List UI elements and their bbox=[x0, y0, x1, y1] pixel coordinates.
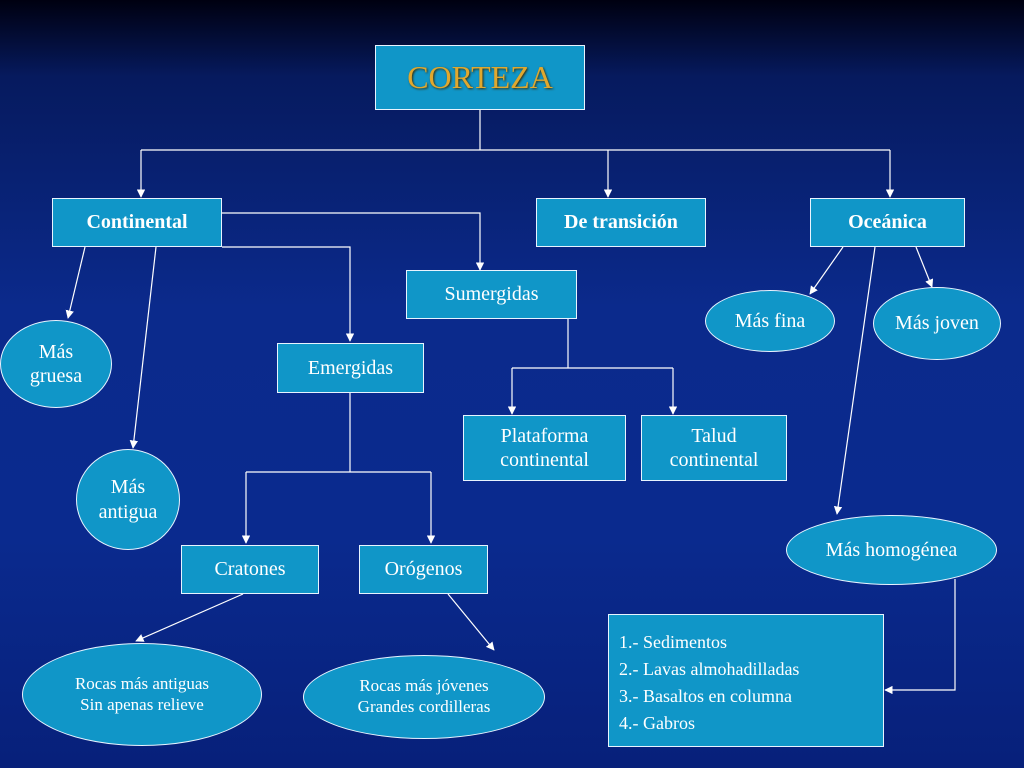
node-mas-fina: Más fina bbox=[705, 290, 835, 352]
node-plataforma: Plataforma continental bbox=[463, 415, 626, 481]
node-rocas-antiguas-line2: Sin apenas relieve bbox=[80, 694, 204, 714]
node-rocas-jovenes-line2: Grandes cordilleras bbox=[357, 697, 491, 716]
node-mas-gruesa-line1: Más bbox=[38, 340, 74, 363]
list-item: 1.- Sedimentos bbox=[619, 632, 727, 652]
node-talud: Talud continental bbox=[641, 415, 787, 481]
node-rocas-jovenes-line1: Rocas más jóvenes bbox=[359, 676, 489, 696]
node-orogenos-label: Orógenos bbox=[384, 558, 463, 581]
node-mas-antigua-line2: antigua bbox=[98, 500, 158, 523]
arrow-to-rocas-jovenes bbox=[447, 593, 495, 651]
node-talud-line2: continental bbox=[669, 449, 759, 471]
node-mas-fina-label: Más fina bbox=[734, 309, 806, 332]
arrow-to-mas-homogenea bbox=[833, 246, 876, 515]
arrow-to-mas-fina bbox=[809, 246, 844, 295]
node-corteza: CORTEZA bbox=[375, 45, 585, 110]
node-talud-line1: Talud bbox=[691, 424, 737, 447]
node-ocean-layers-list: 1.- Sedimentos 2.- Lavas almohadilladas … bbox=[608, 614, 884, 747]
list-item: 2.- Lavas almohadilladas bbox=[619, 659, 800, 679]
node-orogenos: Orógenos bbox=[359, 545, 488, 594]
node-rocas-antiguas-line1: Rocas más antiguas bbox=[74, 673, 210, 693]
node-sumergidas-label: Sumergidas bbox=[444, 283, 539, 306]
node-rocas-jovenes: Rocas más jóvenes Grandes cordilleras bbox=[303, 655, 545, 739]
arrow-to-sumergidas bbox=[222, 212, 485, 271]
node-mas-homogenea: Más homogénea bbox=[786, 515, 997, 585]
node-rocas-antiguas: Rocas más antiguas Sin apenas relieve bbox=[22, 643, 262, 746]
node-cratones: Cratones bbox=[181, 545, 319, 594]
arrow-to-rocas-antiguas bbox=[135, 593, 244, 642]
node-continental: Continental bbox=[52, 198, 222, 247]
arrow-to-mas-antigua bbox=[129, 246, 157, 449]
arrow-to-emergidas bbox=[222, 246, 355, 342]
node-mas-antigua-line1: Más bbox=[110, 476, 146, 499]
node-sumergidas: Sumergidas bbox=[406, 270, 577, 319]
node-emergidas-label: Emergidas bbox=[307, 356, 394, 379]
node-mas-gruesa-line2: gruesa bbox=[29, 365, 83, 387]
node-transicion: De transición bbox=[536, 198, 706, 247]
arrow-to-ocean-list bbox=[884, 579, 956, 695]
node-oceanica: Oceánica bbox=[810, 198, 965, 247]
node-transicion-label: De transición bbox=[564, 211, 678, 234]
node-plataforma-line2: continental bbox=[500, 449, 589, 471]
list-item: 3.- Basaltos en columna bbox=[619, 686, 792, 706]
node-mas-gruesa: Más gruesa bbox=[0, 320, 112, 408]
node-emergidas: Emergidas bbox=[277, 343, 424, 393]
node-corteza-label: CORTEZA bbox=[407, 58, 553, 95]
node-mas-homogenea-label: Más homogénea bbox=[825, 538, 958, 561]
node-mas-antigua: Más antigua bbox=[76, 449, 180, 550]
list-item: 4.- Gabros bbox=[619, 713, 695, 733]
arrow-to-mas-joven bbox=[915, 246, 934, 288]
node-plataforma-line1: Plataforma bbox=[500, 424, 589, 447]
node-cratones-label: Cratones bbox=[214, 558, 286, 581]
node-oceanica-label: Oceánica bbox=[848, 211, 927, 234]
node-mas-joven-label: Más joven bbox=[895, 312, 979, 335]
arrow-to-mas-gruesa bbox=[65, 246, 86, 319]
node-mas-joven: Más joven bbox=[873, 287, 1001, 360]
node-continental-label: Continental bbox=[86, 211, 188, 234]
